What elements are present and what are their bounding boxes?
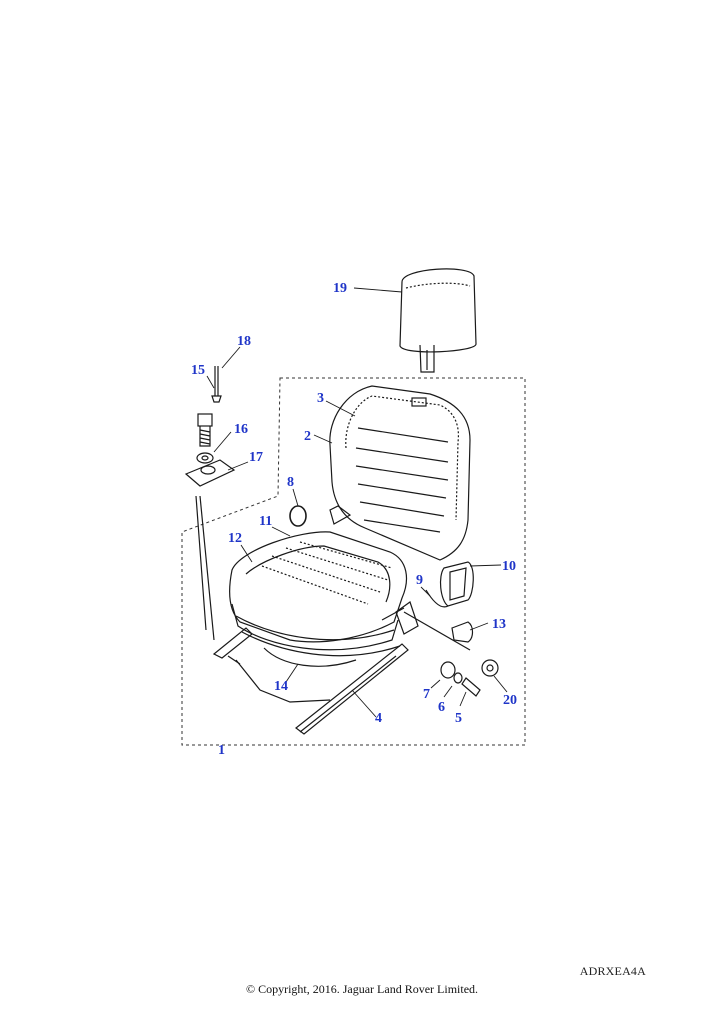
ring-part — [289, 505, 307, 527]
seat-cushion — [229, 531, 408, 657]
callout-17: 17 — [249, 450, 263, 465]
lever-hardware — [440, 621, 499, 697]
callout-20: 20 — [503, 693, 517, 708]
headrest — [399, 268, 477, 373]
callout-14: 14 — [274, 679, 288, 694]
copyright-notice: © Copyright, 2016. Jaguar Land Rover Lim… — [245, 982, 479, 996]
callout-16: 16 — [234, 422, 248, 437]
assembly-boundary — [181, 377, 526, 746]
callout-3: 3 — [317, 391, 324, 406]
recline-lever — [425, 561, 474, 608]
mounting-hardware — [184, 366, 236, 641]
leader-lines — [206, 287, 508, 718]
callout-12: 12 — [228, 531, 242, 546]
callout-11: 11 — [259, 514, 272, 529]
callout-1: 1 — [218, 743, 225, 758]
seat-runners — [212, 601, 471, 735]
callout-18: 18 — [237, 334, 251, 349]
diagram-reference-code: ADRXEA4A — [579, 964, 646, 978]
callout-15: 15 — [191, 363, 205, 378]
seat-backrest — [329, 385, 471, 561]
callout-9: 9 — [416, 573, 423, 588]
callout-6: 6 — [438, 700, 445, 715]
callout-8: 8 — [287, 475, 294, 490]
callout-7: 7 — [423, 687, 430, 702]
callout-13: 13 — [492, 617, 506, 632]
callout-5: 5 — [455, 711, 462, 726]
callout-2: 2 — [304, 429, 311, 444]
callout-4: 4 — [375, 711, 382, 726]
callout-19: 19 — [333, 281, 347, 296]
callout-10: 10 — [502, 559, 516, 574]
